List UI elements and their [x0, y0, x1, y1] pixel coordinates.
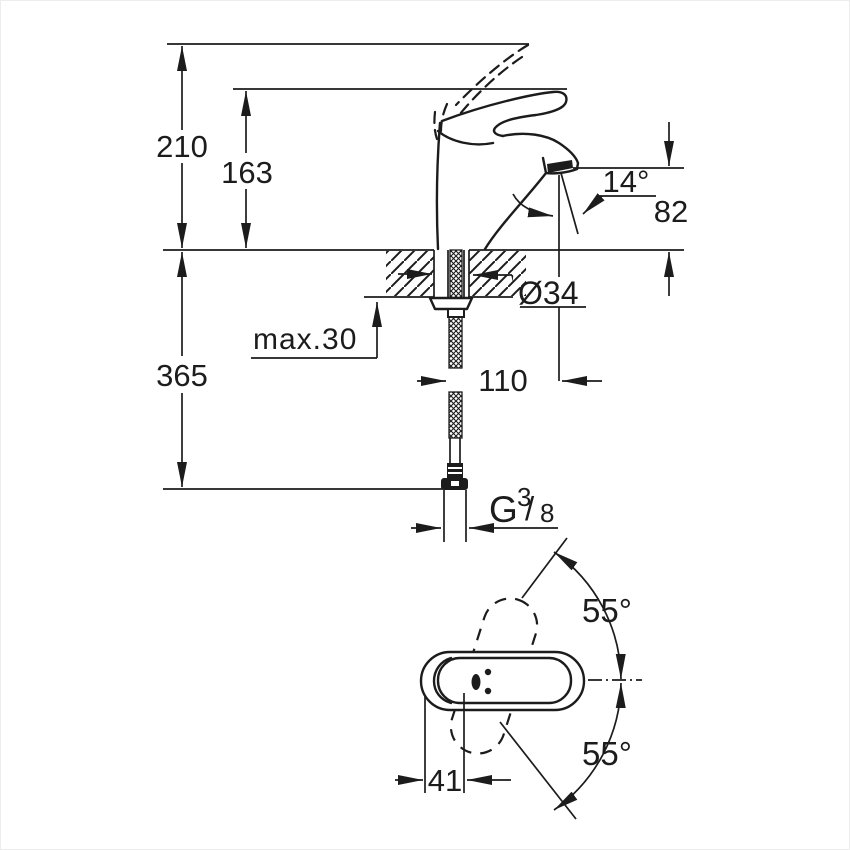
dashed-outline [439, 102, 449, 133]
dim-below-deck-depth: 365 [156, 252, 208, 487]
swing-arc-lower [553, 682, 626, 811]
spout-top-outline [501, 132, 580, 171]
dashed-outline [458, 55, 524, 116]
deck-hatch-right [469, 251, 526, 296]
handle-dot [484, 687, 492, 695]
dim-label-max30: max.30 [253, 323, 357, 356]
hose-crimp-sleeve [447, 463, 463, 478]
nut-collar [447, 308, 465, 318]
dim-label-365: 365 [156, 358, 208, 393]
thread-label-denominator: 8 [540, 498, 554, 528]
aerator [547, 160, 573, 173]
dim-label-110: 110 [478, 363, 527, 398]
dim-label-diameter: Ø34 [518, 275, 578, 311]
dim-label-163: 163 [221, 155, 273, 190]
lever-top-outline [440, 90, 568, 138]
supply-hose [441, 316, 468, 542]
faucet-outline [435, 90, 580, 251]
dim-label-41: 41 [428, 763, 462, 798]
handle-lever-outline [436, 656, 573, 705]
dim-label-55deg-lower: 55° [582, 735, 632, 772]
dim-thread-size: G 3 / 8 [411, 482, 558, 533]
hose-braid-segment [448, 316, 463, 369]
leader-arrow [582, 193, 605, 215]
swing-arc-upper [553, 551, 626, 680]
dim-handle-height: 163 [221, 91, 273, 248]
stream-angle-line [560, 172, 579, 235]
dim-label-210: 210 [156, 129, 208, 164]
spout-outlet-outline [541, 156, 579, 175]
thread-label-slash: / [525, 490, 535, 527]
handle-marking [471, 674, 481, 690]
body-right-edge [483, 171, 548, 251]
dim-handle-offset: 41 [395, 693, 511, 798]
mounting-nut [428, 296, 474, 311]
swing-limit-line-lower [499, 721, 577, 820]
dim-spout-reach: 110 [417, 363, 602, 398]
thread-label-numerator: 3 [517, 482, 531, 512]
body-left-edge [435, 121, 442, 251]
dim-spout-height: 82 [654, 122, 688, 296]
handle-dome-edge [432, 656, 453, 705]
swing-limit-line-upper [521, 537, 568, 599]
hose-nut-highlight [451, 481, 459, 486]
dim-label-14deg: 14° [603, 164, 650, 199]
deck-hatch-left [386, 251, 434, 296]
angle-arc-arrow [512, 193, 554, 218]
thread-label-g: G [489, 489, 518, 530]
dashed-outline [454, 43, 530, 107]
deck-section [386, 249, 526, 318]
dim-max-deck-thickness: max.30 [251, 302, 382, 359]
hose-braid-in-deck [449, 249, 463, 299]
dim-label-55deg-upper: 55° [582, 592, 632, 629]
plan-view: 41 55° 55° [395, 537, 642, 820]
dim-label-82: 82 [654, 194, 688, 229]
dim-spout-angle: 14° [582, 164, 656, 215]
front-view: 210 163 365 82 14° [156, 43, 688, 533]
body-dome-line [436, 129, 495, 146]
hose-braid-segment [448, 391, 463, 439]
dashed-outline [433, 110, 439, 141]
handle-dot [484, 668, 492, 676]
dim-overall-height: 210 [156, 46, 208, 248]
handle-open-position-dashed [433, 43, 530, 141]
